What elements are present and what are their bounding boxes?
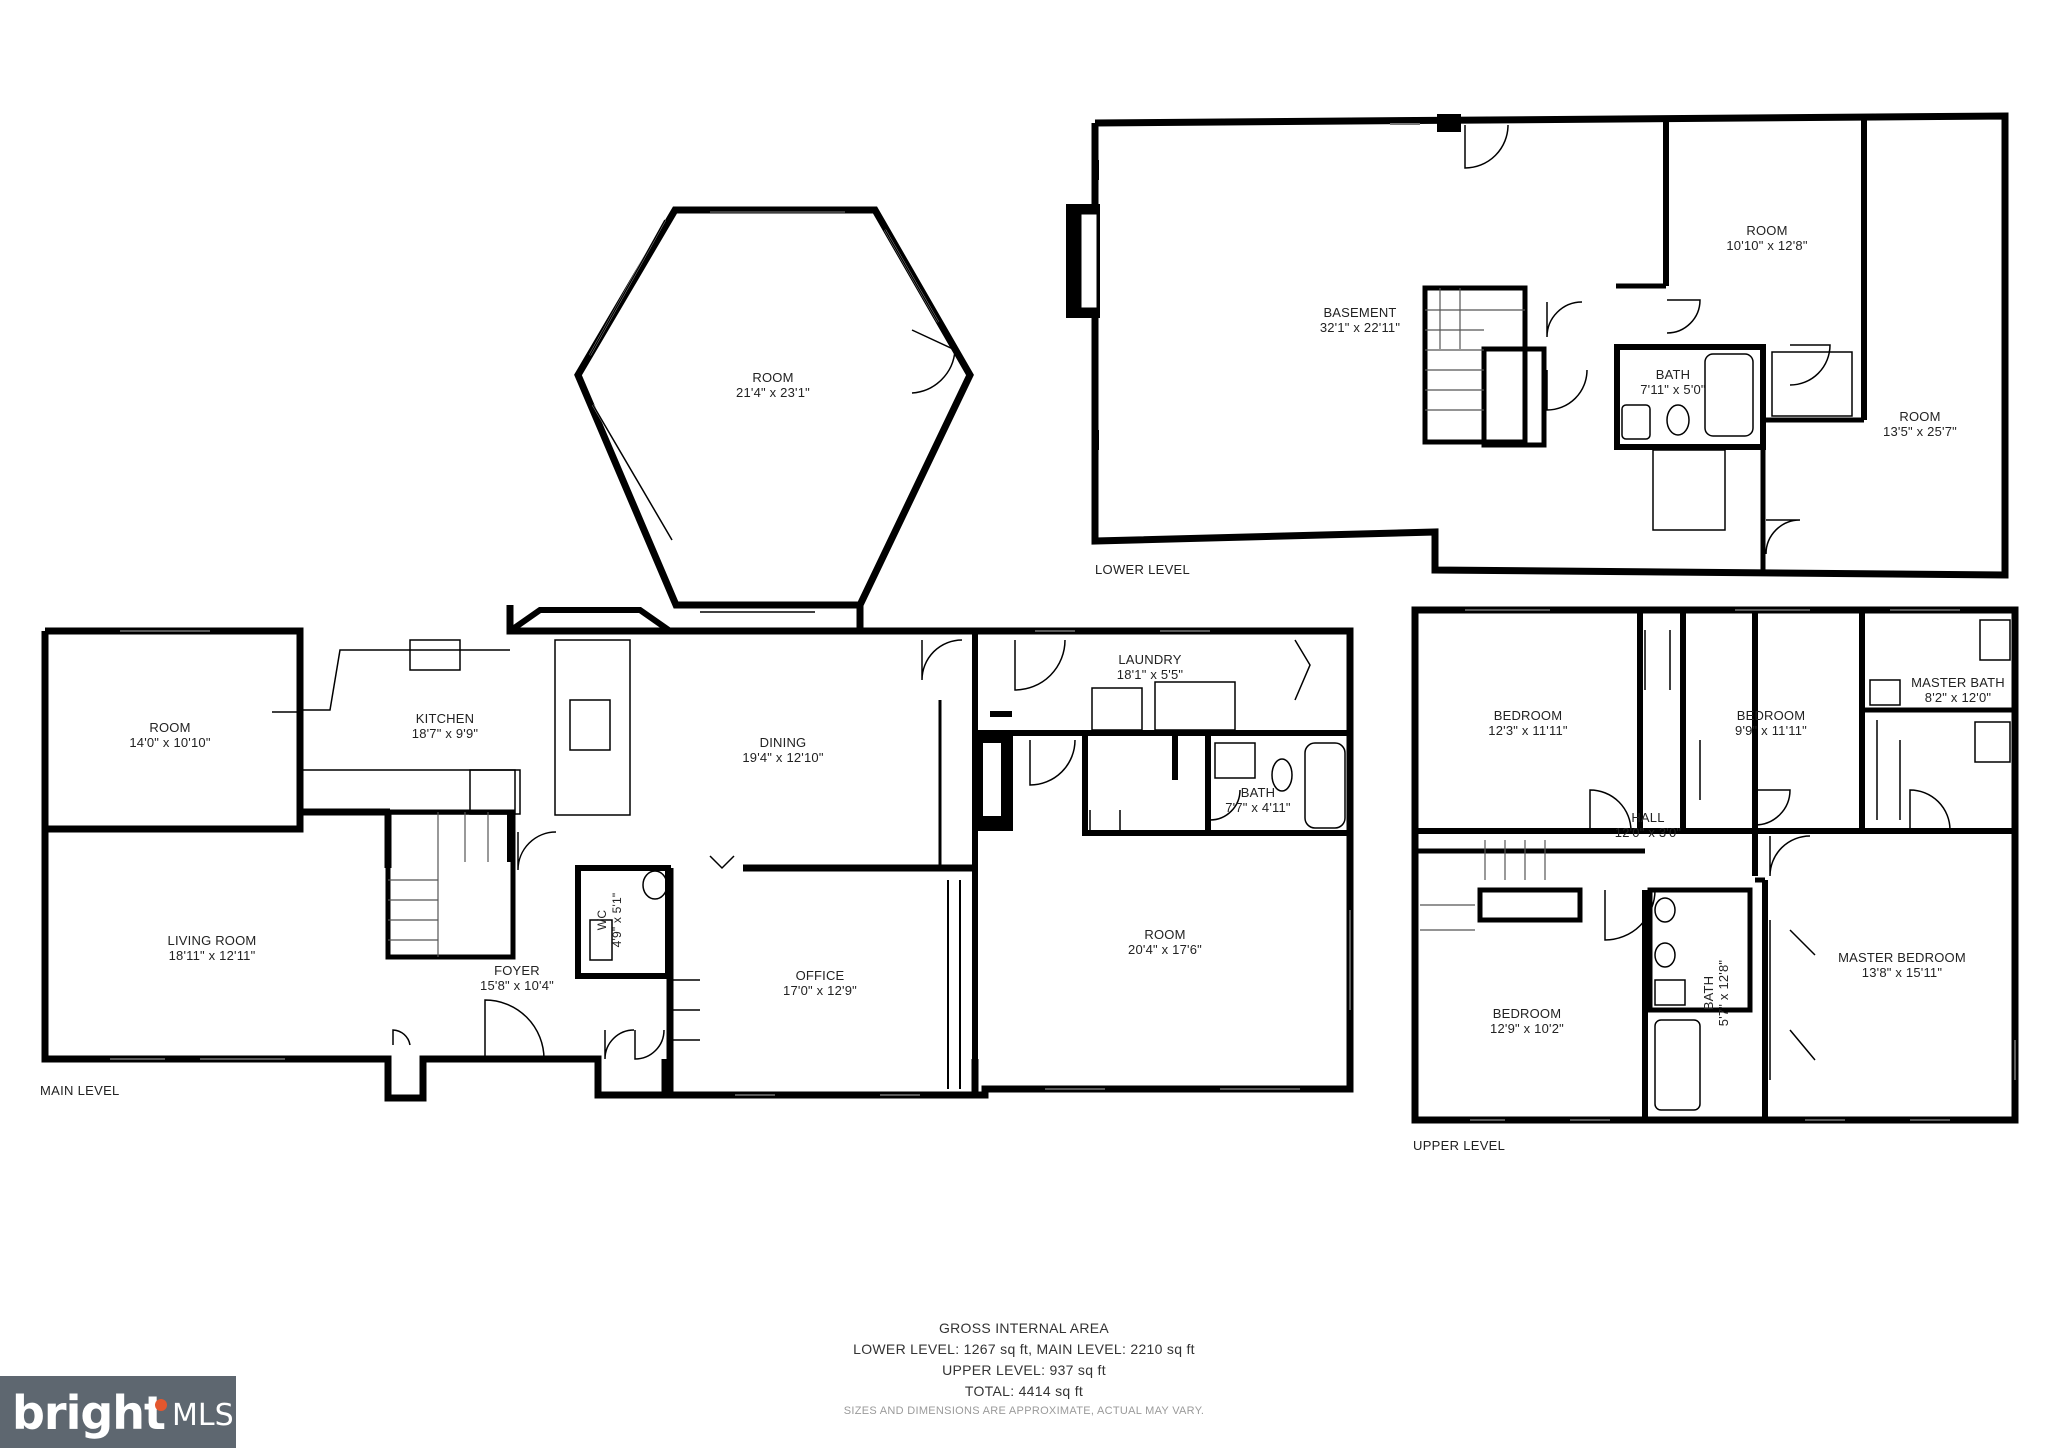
- room-name: ROOM: [1899, 409, 1941, 424]
- room-label-foyer: FOYER 15'8" x 10'4": [480, 963, 554, 993]
- room-label-living-room: LIVING ROOM 18'11" x 12'11": [168, 933, 257, 963]
- room-dimensions: 12'9" x 10'2": [1490, 1021, 1564, 1036]
- room-label-basement: BASEMENT 32'1" x 22'11": [1320, 305, 1400, 335]
- room-name: ROOM: [752, 370, 794, 385]
- gross-internal-area-summary: GROSS INTERNAL AREA LOWER LEVEL: 1267 sq…: [0, 1318, 2048, 1420]
- logo-brand-text: bright: [12, 1386, 166, 1440]
- room-label-main-bath: BATH 7'7" x 4'11": [1225, 785, 1291, 815]
- room-name: BATH: [1701, 975, 1716, 1011]
- room-label-upper-bedroom-3: BEDROOM 12'9" x 10'2": [1490, 1006, 1564, 1036]
- room-dimensions: 14'0" x 10'10": [129, 735, 211, 750]
- room-name: BASEMENT: [1323, 305, 1397, 320]
- room-name: LAUNDRY: [1118, 652, 1182, 667]
- room-dimensions: 17'0" x 12'9": [783, 983, 857, 998]
- room-name: OFFICE: [795, 968, 845, 983]
- room-label-upper-bedroom-1: BEDROOM 12'3" x 11'11": [1488, 708, 1567, 738]
- room-label-hall: HALL 12'0" x 3'0": [1615, 810, 1681, 840]
- area-line-total: TOTAL: 4414 sq ft: [964, 1383, 1084, 1399]
- lower-level-walls: [1066, 112, 2009, 579]
- room-name: MASTER BEDROOM: [1838, 950, 1966, 965]
- room-name: KITCHEN: [415, 711, 475, 726]
- room-label-master-bath: MASTER BATH 8'2" x 12'0": [1911, 675, 2005, 705]
- room-name: BEDROOM: [1492, 1006, 1562, 1021]
- logo-suffix-text: MLS: [172, 1398, 234, 1433]
- room-dimensions: 12'0" x 3'0": [1614, 825, 1682, 840]
- level-caption-lower: LOWER LEVEL: [1095, 562, 1191, 577]
- room-label-lower-room-b: ROOM 13'5" x 25'7": [1883, 409, 1957, 439]
- room-name: FOYER: [494, 963, 540, 978]
- room-dimensions: 19'4" x 12'10": [742, 750, 824, 765]
- room-label-lower-room-a: ROOM 10'10" x 12'8": [1726, 223, 1807, 253]
- bright-mls-logo: bright MLS: [0, 1376, 236, 1448]
- level-caption-upper: UPPER LEVEL: [1413, 1138, 1506, 1153]
- room-dimensions: 5'7" x 12'8": [1716, 959, 1731, 1027]
- room-name: DINING: [759, 735, 807, 750]
- room-dimensions: 21'4" x 23'1": [736, 385, 810, 400]
- room-dimensions: 4'9" x 5'1": [610, 892, 624, 948]
- area-line-upper: UPPER LEVEL: 937 sq ft: [942, 1362, 1106, 1378]
- room-dimensions: 12'3" x 11'11": [1488, 723, 1568, 738]
- room-label-laundry: LAUNDRY 18'1" x 5'5": [1117, 652, 1183, 682]
- room-dimensions: 32'1" x 22'11": [1319, 320, 1401, 335]
- area-title: GROSS INTERNAL AREA: [938, 1320, 1110, 1336]
- room-name: LIVING ROOM: [167, 933, 257, 948]
- room-label-master-bedroom: MASTER BEDROOM 13'8" x 15'11": [1838, 950, 1966, 980]
- hex-room-walls: [574, 206, 974, 613]
- room-dimensions: 7'7" x 4'11": [1225, 800, 1291, 815]
- room-dimensions: 9'9" x 11'11": [1735, 723, 1807, 738]
- room-dimensions: 7'11" x 5'0": [1640, 382, 1706, 397]
- main-level-walls: [41, 605, 1354, 1102]
- room-label-upper-bedroom-2: BEDROOM 9'9" x 11'11": [1735, 708, 1807, 738]
- room-dimensions: 10'10" x 12'8": [1726, 238, 1808, 253]
- upper-level-walls: [1411, 606, 2019, 1124]
- room-name: ROOM: [1746, 223, 1788, 238]
- room-dimensions: 15'8" x 10'4": [480, 978, 554, 993]
- room-name: BEDROOM: [1493, 708, 1563, 723]
- room-label-dining: DINING 19'4" x 12'10": [742, 735, 823, 765]
- room-name: BEDROOM: [1736, 708, 1806, 723]
- room-dimensions: 8'2" x 12'0": [1924, 690, 1992, 705]
- area-line-lower-main: LOWER LEVEL: 1267 sq ft, MAIN LEVEL: 221…: [853, 1341, 1195, 1357]
- room-label-hex-room: ROOM 21'4" x 23'1": [736, 370, 810, 400]
- room-name: BATH: [1655, 367, 1691, 382]
- room-label-main-room: ROOM 14'0" x 10'10": [129, 720, 210, 750]
- room-dimensions: 18'11" x 12'11": [168, 948, 256, 963]
- level-caption-main: MAIN LEVEL: [40, 1083, 120, 1098]
- room-name: HALL: [1631, 810, 1665, 825]
- room-label-upper-bath: BATH 5'7" x 12'8": [1701, 960, 1731, 1026]
- room-name: ROOM: [149, 720, 191, 735]
- room-dimensions: 20'4" x 17'6": [1128, 942, 1202, 957]
- room-label-lower-bath: BATH 7'11" x 5'0": [1640, 367, 1706, 397]
- room-name: MASTER BATH: [1911, 675, 2005, 690]
- area-disclaimer: SIZES AND DIMENSIONS ARE APPROXIMATE, AC…: [843, 1405, 1205, 1417]
- room-dimensions: 18'1" x 5'5": [1116, 667, 1184, 682]
- logo-star-icon: [155, 1399, 167, 1411]
- room-label-office: OFFICE 17'0" x 12'9": [783, 968, 857, 998]
- room-name: ROOM: [1144, 927, 1186, 942]
- room-dimensions: 13'8" x 15'11": [1861, 965, 1943, 980]
- room-label-wc: WC 4'9" x 5'1": [595, 893, 625, 948]
- room-dimensions: 13'5" x 25'7": [1883, 424, 1957, 439]
- room-name: BATH: [1240, 785, 1276, 800]
- room-name: WC: [595, 909, 609, 931]
- room-label-kitchen: KITCHEN 18'7" x 9'9": [412, 711, 478, 741]
- room-dimensions: 18'7" x 9'9": [411, 726, 479, 741]
- room-label-main-big-room: ROOM 20'4" x 17'6": [1128, 927, 1202, 957]
